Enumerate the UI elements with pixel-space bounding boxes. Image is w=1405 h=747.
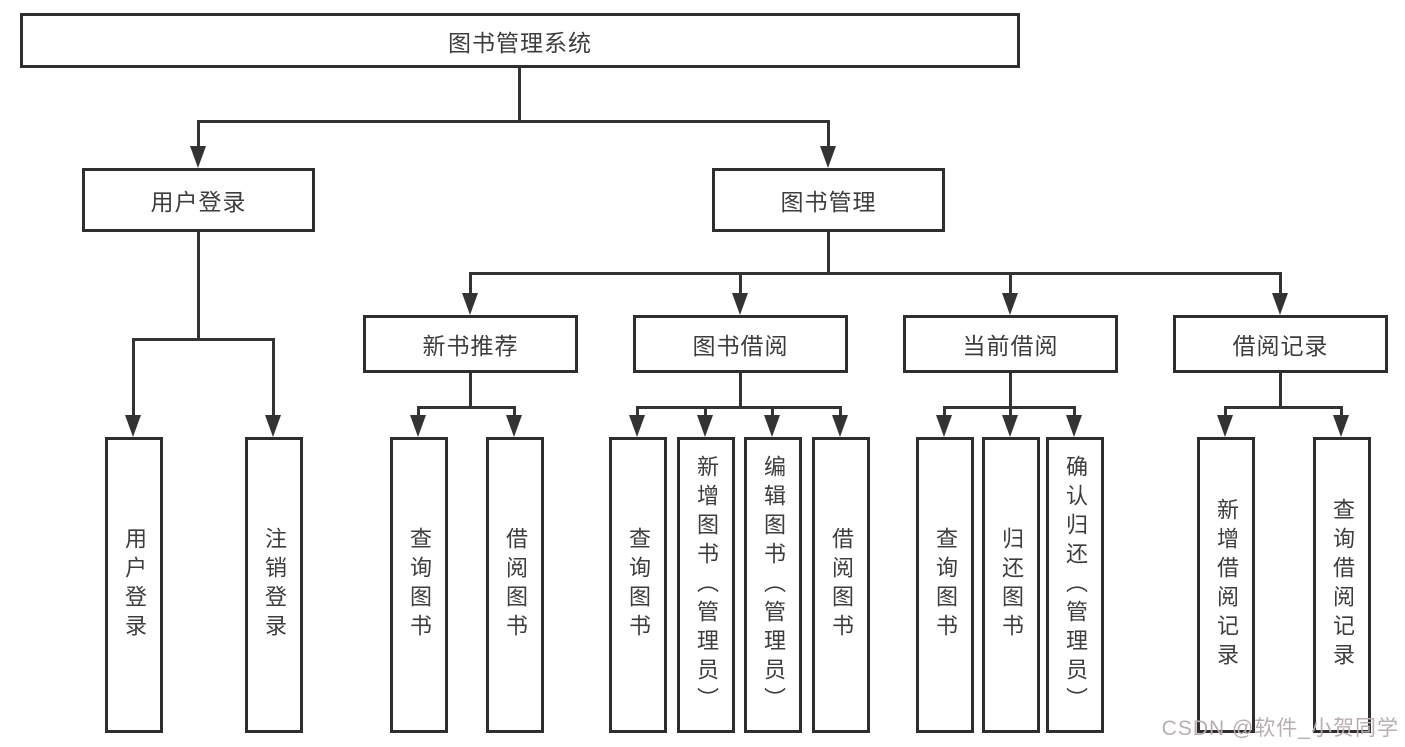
connector-line <box>739 373 742 406</box>
connector-line <box>469 272 472 295</box>
connector-line <box>417 406 420 417</box>
leaf-confirm-return-admin: 确认归还（管理员） <box>1046 437 1104 733</box>
arrow-down-icon <box>125 415 141 437</box>
node-book-management-label: 图书管理 <box>780 189 877 215</box>
leaf-borrow-books-label: 借阅图书 <box>829 527 854 643</box>
arrow-down-icon <box>1002 293 1018 315</box>
connector-line <box>636 406 639 417</box>
connector-line <box>469 373 472 406</box>
arrow-down-icon <box>190 146 206 168</box>
node-new-book-recommend: 新书推荐 <box>363 315 578 373</box>
node-root: 图书管理系统 <box>20 13 1020 68</box>
leaf-edit-books-admin-label: 编辑图书（管理员） <box>761 454 786 716</box>
connector-line <box>1224 406 1227 417</box>
node-book-management: 图书管理 <box>712 168 945 232</box>
arrow-down-icon <box>820 146 836 168</box>
connector-line <box>197 120 200 148</box>
connector-line <box>132 338 275 341</box>
arrow-down-icon <box>1272 293 1288 315</box>
leaf-query-books-recommend: 查询图书 <box>390 437 448 733</box>
node-root-label: 图书管理系统 <box>448 29 592 56</box>
connector-line <box>739 272 742 295</box>
arrow-down-icon <box>1066 415 1082 437</box>
leaf-add-books-admin: 新增图书（管理员） <box>677 437 735 733</box>
leaf-add-borrow-record: 新增借阅记录 <box>1197 437 1255 733</box>
connector-line <box>197 232 200 338</box>
leaf-return-books: 归还图书 <box>982 437 1040 733</box>
leaf-query-books-recommend-label: 查询图书 <box>407 527 432 643</box>
leaf-edit-books-admin: 编辑图书（管理员） <box>744 437 802 733</box>
arrow-down-icon <box>629 415 645 437</box>
node-new-book-recommend-label: 新书推荐 <box>422 333 519 359</box>
leaf-query-borrow-record: 查询借阅记录 <box>1313 437 1371 733</box>
connector-line <box>1009 406 1012 417</box>
node-user-login-label: 用户登录 <box>150 189 247 215</box>
node-borrow-records-label: 借阅记录 <box>1232 333 1329 359</box>
connector-line <box>636 406 842 409</box>
arrow-down-icon <box>265 415 281 437</box>
connector-line <box>197 120 830 123</box>
node-current-borrow: 当前借阅 <box>903 315 1118 373</box>
leaf-user-login-label: 用户登录 <box>122 527 147 643</box>
connector-line <box>518 68 521 120</box>
leaf-add-borrow-record-label: 新增借阅记录 <box>1214 498 1239 672</box>
connector-line <box>704 406 707 417</box>
leaf-query-books-current: 查询图书 <box>916 437 974 733</box>
node-borrow-records: 借阅记录 <box>1173 315 1388 373</box>
arrow-down-icon <box>1002 415 1018 437</box>
connector-line <box>513 406 516 417</box>
connector-line <box>771 406 774 417</box>
connector-line <box>272 338 275 417</box>
arrow-down-icon <box>832 415 848 437</box>
leaf-return-books-label: 归还图书 <box>999 527 1024 643</box>
connector-line <box>1009 373 1012 406</box>
leaf-query-borrow-record-label: 查询借阅记录 <box>1330 498 1355 672</box>
leaf-borrow-books-recommend: 借阅图书 <box>486 437 544 733</box>
arrow-down-icon <box>1333 415 1349 437</box>
connector-line <box>1340 406 1343 417</box>
node-current-borrow-label: 当前借阅 <box>962 333 1059 359</box>
leaf-borrow-books-recommend-label: 借阅图书 <box>503 527 528 643</box>
csdn-watermark: CSDN @软件_小贺同学 <box>1161 717 1399 740</box>
leaf-query-books-borrow: 查询图书 <box>609 437 667 733</box>
arrow-down-icon <box>764 415 780 437</box>
connector-line <box>827 232 830 272</box>
connector-line <box>1009 272 1012 295</box>
connector-line <box>132 338 135 417</box>
leaf-borrow-books: 借阅图书 <box>812 437 870 733</box>
leaf-add-books-admin-label: 新增图书（管理员） <box>694 454 719 716</box>
connector-line <box>417 406 516 409</box>
arrow-down-icon <box>936 415 952 437</box>
leaf-logout: 注销登录 <box>245 437 303 733</box>
connector-line <box>827 120 830 148</box>
connector-line <box>1279 272 1282 295</box>
connector-line <box>943 406 946 417</box>
leaf-logout-label: 注销登录 <box>262 527 287 643</box>
connector-line <box>469 272 1282 275</box>
arrow-down-icon <box>506 415 522 437</box>
node-book-borrow-label: 图书借阅 <box>692 333 789 359</box>
arrow-down-icon <box>462 293 478 315</box>
arrow-down-icon <box>410 415 426 437</box>
connector-line <box>1279 373 1282 406</box>
arrow-down-icon <box>1217 415 1233 437</box>
arrow-down-icon <box>697 415 713 437</box>
leaf-query-books-borrow-label: 查询图书 <box>626 527 651 643</box>
connector-line <box>1073 406 1076 417</box>
node-user-login: 用户登录 <box>82 168 315 232</box>
leaf-confirm-return-admin-label: 确认归还（管理员） <box>1063 454 1088 716</box>
arrow-down-icon <box>732 293 748 315</box>
leaf-query-books-current-label: 查询图书 <box>933 527 958 643</box>
leaf-user-login: 用户登录 <box>105 437 163 733</box>
connector-line <box>1224 406 1343 409</box>
node-book-borrow: 图书借阅 <box>633 315 848 373</box>
connector-line <box>839 406 842 417</box>
